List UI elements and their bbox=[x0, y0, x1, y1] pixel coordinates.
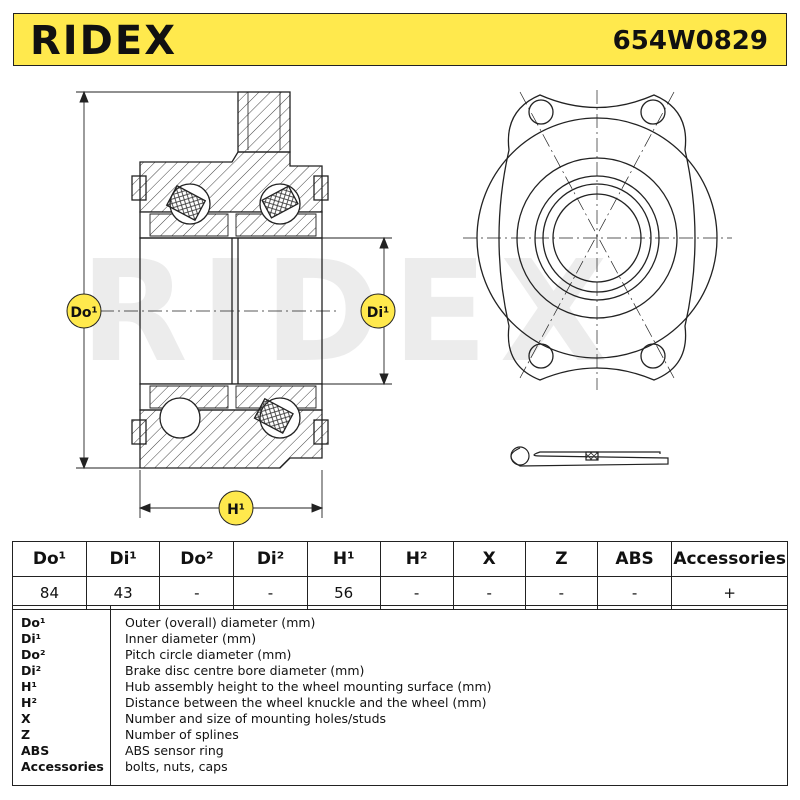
legend-desc: Outer (overall) diameter (mm) bbox=[125, 615, 316, 630]
legend-desc: Hub assembly height to the wheel mountin… bbox=[125, 679, 492, 694]
legend-key: Do¹ bbox=[21, 615, 46, 630]
legend-key: H² bbox=[21, 695, 37, 710]
legend-divider bbox=[110, 606, 111, 785]
label-h1-badge: H¹ bbox=[218, 490, 254, 526]
legend-key: X bbox=[21, 711, 31, 726]
legend-key: Di¹ bbox=[21, 631, 42, 646]
legend-desc: Number of splines bbox=[125, 727, 239, 742]
front-view bbox=[463, 90, 732, 390]
spec-header: Di¹ bbox=[85, 541, 161, 577]
legend-desc: Brake disc centre bore diameter (mm) bbox=[125, 663, 365, 678]
legend-desc: Number and size of mounting holes/studs bbox=[125, 711, 387, 726]
spec-header: Do¹ bbox=[12, 541, 87, 577]
brand-logo: RIDEX bbox=[30, 18, 178, 64]
legend-desc: Inner diameter (mm) bbox=[125, 631, 257, 646]
spec-header: H² bbox=[379, 541, 454, 577]
spec-value: - bbox=[596, 576, 673, 610]
spec-value: 43 bbox=[85, 576, 161, 610]
spec-table: Do¹ Di¹ Do² Di² H¹ H² X Z ABS Accessorie… bbox=[12, 541, 788, 610]
legend-key: Do² bbox=[21, 647, 46, 662]
spec-value: - bbox=[159, 576, 235, 610]
legend-desc: Distance between the wheel knuckle and t… bbox=[125, 695, 487, 710]
spec-header: X bbox=[452, 541, 526, 577]
part-number: 654W0829 bbox=[612, 26, 768, 56]
spec-value: - bbox=[524, 576, 598, 610]
spec-header-row: Do¹ Di¹ Do² Di² H¹ H² X Z ABS Accessorie… bbox=[12, 541, 788, 577]
watermark: RIDEX bbox=[80, 231, 620, 394]
label-h1: H¹ bbox=[227, 502, 245, 518]
spec-header: Di² bbox=[233, 541, 308, 577]
legend-desc: bolts, nuts, caps bbox=[125, 759, 228, 774]
spec-header: ABS bbox=[596, 541, 673, 577]
spec-value-row: 84 43 - - 56 - - - - + bbox=[12, 576, 788, 610]
legend-key: Di² bbox=[21, 663, 42, 678]
label-do1-badge: Do¹ bbox=[66, 293, 102, 329]
cotter-pin bbox=[510, 446, 669, 467]
spec-value: - bbox=[379, 576, 454, 610]
legend-box: Do¹ Outer (overall) diameter (mm) Di¹ Inne… bbox=[12, 605, 788, 786]
label-di1: Di¹ bbox=[367, 305, 390, 321]
legend-desc: Pitch circle diameter (mm) bbox=[125, 647, 292, 662]
spec-value: - bbox=[233, 576, 308, 610]
spec-value: - bbox=[452, 576, 526, 610]
spec-header: Do² bbox=[159, 541, 235, 577]
spec-value: + bbox=[671, 576, 788, 610]
legend-key: Accessories bbox=[21, 759, 104, 774]
legend-key: H¹ bbox=[21, 679, 37, 694]
spec-value: 56 bbox=[306, 576, 381, 610]
dimension-do1 bbox=[76, 90, 238, 470]
header-bar: RIDEX 654W0829 bbox=[13, 13, 787, 66]
legend-key: Z bbox=[21, 727, 31, 742]
technical-drawing: RIDEX bbox=[66, 90, 732, 526]
spec-header: H¹ bbox=[306, 541, 381, 577]
legend-key: ABS bbox=[21, 743, 50, 758]
legend-desc: ABS sensor ring bbox=[125, 743, 224, 758]
spec-header: Accessories bbox=[671, 541, 788, 577]
label-do1: Do¹ bbox=[70, 305, 97, 321]
label-di1-badge: Di¹ bbox=[360, 293, 396, 329]
spec-header: Z bbox=[524, 541, 598, 577]
